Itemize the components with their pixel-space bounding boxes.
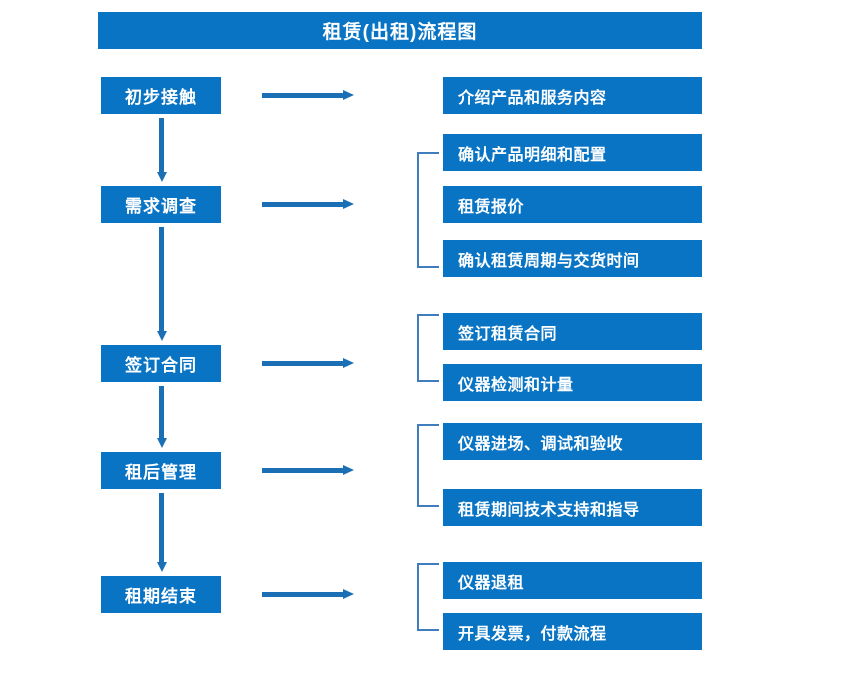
detail-box-confirm-rental-period-delivery[interactable]: 确认租赁周期与交货时间 bbox=[443, 240, 702, 277]
detail-box-sign-rental-contract[interactable]: 签订租赁合同 bbox=[443, 313, 702, 350]
arrow-down-post-rental-management-to-lease-end bbox=[157, 493, 167, 572]
stage-box-requirement-survey[interactable]: 需求调查 bbox=[101, 186, 221, 223]
detail-label: 租赁报价 bbox=[458, 198, 525, 216]
detail-label: 签订租赁合同 bbox=[458, 325, 558, 343]
arrow-shaft bbox=[159, 118, 164, 172]
arrow-head bbox=[343, 589, 354, 599]
arrow-head bbox=[343, 199, 354, 209]
detail-label: 确认租赁周期与交货时间 bbox=[458, 252, 640, 270]
chart-title: 租赁(出租)流程图 bbox=[98, 12, 702, 49]
detail-label: 仪器检测和计量 bbox=[458, 376, 574, 394]
detail-box-confirm-product-details-config[interactable]: 确认产品明细和配置 bbox=[443, 134, 702, 171]
arrow-right-from-requirement-survey bbox=[262, 199, 354, 210]
arrow-shaft bbox=[262, 361, 344, 366]
arrow-head bbox=[157, 331, 167, 341]
arrow-head bbox=[157, 562, 167, 572]
arrow-shaft bbox=[159, 227, 164, 331]
arrow-shaft bbox=[262, 468, 344, 473]
stage-label: 需求调查 bbox=[125, 197, 197, 216]
stage-box-sign-contract[interactable]: 签订合同 bbox=[101, 345, 221, 382]
detail-box-rental-quotation[interactable]: 租赁报价 bbox=[443, 186, 702, 223]
bracket-lease-end-group bbox=[417, 563, 439, 631]
arrow-head bbox=[157, 438, 167, 448]
stage-box-lease-end[interactable]: 租期结束 bbox=[101, 576, 221, 613]
arrow-right-from-initial-contact bbox=[262, 90, 354, 101]
arrow-head bbox=[343, 90, 354, 100]
detail-box-instrument-return[interactable]: 仪器退租 bbox=[443, 562, 702, 599]
arrow-down-initial-contact-to-requirement-survey bbox=[157, 118, 167, 182]
detail-label: 确认产品明细和配置 bbox=[458, 146, 607, 164]
detail-label: 开具发票，付款流程 bbox=[458, 625, 607, 643]
detail-box-instrument-entry-debug-acceptance[interactable]: 仪器进场、调试和验收 bbox=[443, 423, 702, 460]
detail-box-invoice-payment-process[interactable]: 开具发票，付款流程 bbox=[443, 613, 702, 650]
detail-box-technical-support-guidance[interactable]: 租赁期间技术支持和指导 bbox=[443, 489, 702, 526]
stage-label: 租后管理 bbox=[125, 463, 197, 482]
stage-box-post-rental-management[interactable]: 租后管理 bbox=[101, 452, 221, 489]
bracket-requirement-survey-group bbox=[417, 152, 439, 268]
detail-box-introduce-products-services[interactable]: 介绍产品和服务内容 bbox=[443, 77, 702, 114]
detail-box-instrument-inspection-metrology[interactable]: 仪器检测和计量 bbox=[443, 364, 702, 401]
bracket-post-rental-management-group bbox=[417, 424, 439, 507]
arrow-shaft bbox=[262, 202, 344, 207]
arrow-right-from-lease-end bbox=[262, 589, 354, 600]
arrow-shaft bbox=[262, 592, 344, 597]
arrow-right-from-sign-contract bbox=[262, 358, 354, 369]
stage-label: 初步接触 bbox=[125, 88, 197, 107]
detail-label: 仪器进场、调试和验收 bbox=[458, 435, 624, 453]
stage-label: 租期结束 bbox=[125, 587, 197, 606]
arrow-shaft bbox=[262, 93, 344, 98]
stage-box-initial-contact[interactable]: 初步接触 bbox=[101, 77, 221, 114]
stage-label: 签订合同 bbox=[125, 356, 197, 375]
arrow-down-requirement-survey-to-sign-contract bbox=[157, 227, 167, 341]
arrow-head bbox=[343, 465, 354, 475]
arrow-head bbox=[157, 172, 167, 182]
detail-label: 仪器退租 bbox=[458, 574, 525, 592]
arrow-head bbox=[343, 358, 354, 368]
arrow-right-from-post-rental-management bbox=[262, 465, 354, 476]
detail-label: 租赁期间技术支持和指导 bbox=[458, 501, 640, 519]
arrow-shaft bbox=[159, 386, 164, 438]
arrow-down-sign-contract-to-post-rental-management bbox=[157, 386, 167, 448]
bracket-sign-contract-group bbox=[417, 314, 439, 382]
detail-label: 介绍产品和服务内容 bbox=[458, 89, 607, 107]
arrow-shaft bbox=[159, 493, 164, 562]
